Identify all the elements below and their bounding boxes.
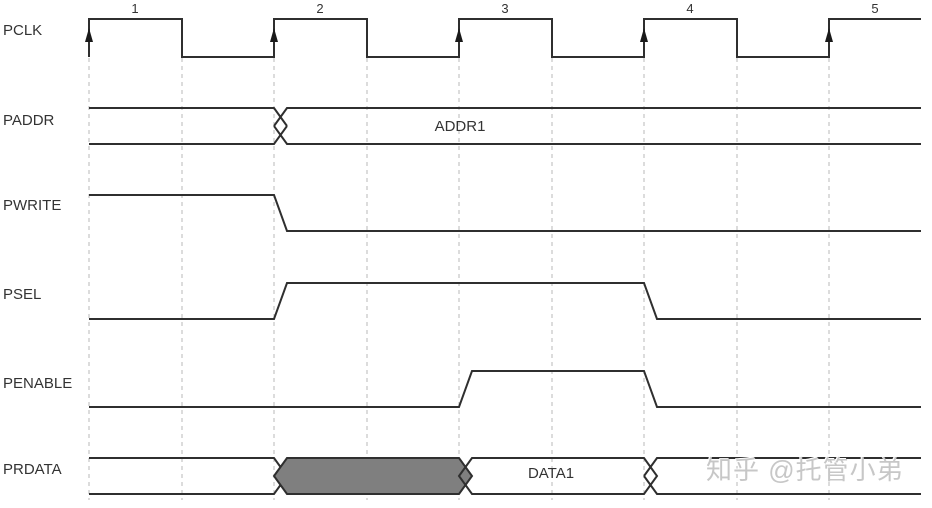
signal-label-prdata: PRDATA (3, 461, 62, 478)
cycle-number-4: 4 (686, 1, 694, 16)
signal-label-psel: PSEL (3, 286, 42, 303)
signal-label-paddr: PADDR (3, 112, 55, 129)
signal-label-penable: PENABLE (3, 375, 73, 392)
bus-label-addr1: ADDR1 (434, 118, 486, 135)
cycle-number-2: 2 (316, 1, 324, 16)
watermark: 知乎 @托管小弟 (706, 455, 904, 485)
cycle-number-5: 5 (871, 1, 879, 16)
signal-label-pwrite: PWRITE (3, 197, 62, 214)
cycle-number-3: 3 (501, 1, 509, 16)
cycle-number-1: 1 (131, 1, 139, 16)
signal-label-pclk: PCLK (3, 22, 43, 39)
bus-label-data1: DATA1 (527, 465, 575, 482)
